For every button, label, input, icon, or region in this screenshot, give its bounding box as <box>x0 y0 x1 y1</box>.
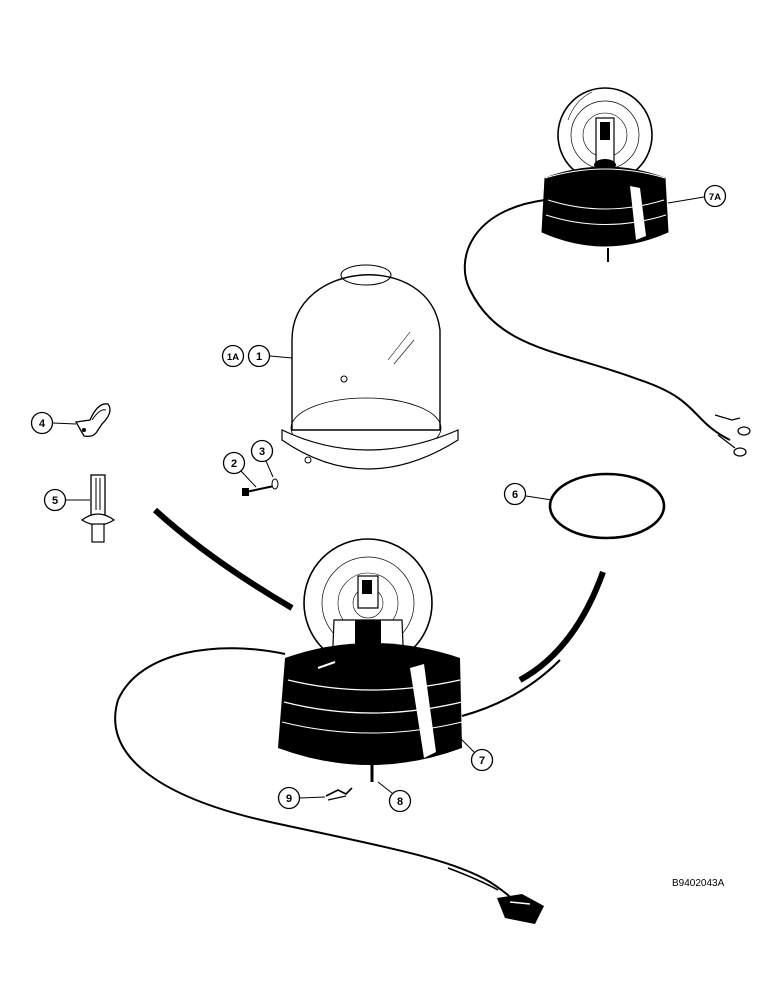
svg-text:8: 8 <box>397 796 403 808</box>
callout-6: 6 <box>503 482 553 506</box>
svg-text:2: 2 <box>231 458 237 470</box>
callout-2: 2 <box>222 451 257 488</box>
gasket-ring-6 <box>548 472 666 540</box>
callout-9: 9 <box>277 786 326 810</box>
drawing-number: B9402043A <box>672 878 725 889</box>
svg-text:6: 6 <box>512 489 518 501</box>
lens-cover-1 <box>281 264 459 470</box>
svg-text:1A: 1A <box>227 352 239 363</box>
svg-text:9: 9 <box>286 793 292 805</box>
cable-terminals-7a <box>714 414 751 457</box>
clip-9 <box>325 787 353 801</box>
callout-1: 1 <box>247 344 293 368</box>
svg-text:5: 5 <box>52 495 58 507</box>
svg-text:4: 4 <box>39 418 46 430</box>
callout-4: 4 <box>30 411 77 435</box>
cable-segment <box>461 659 561 717</box>
svg-text:7: 7 <box>479 755 485 767</box>
beacon-lamp-7 <box>114 507 606 924</box>
screw-2 <box>242 485 275 496</box>
svg-text:3: 3 <box>259 446 265 458</box>
bulb-5 <box>80 474 116 543</box>
beacon-lamp-7a <box>463 87 751 457</box>
svg-text:7A: 7A <box>709 192 721 203</box>
callout-1a: 1A <box>221 344 245 368</box>
callout-3: 3 <box>250 439 274 478</box>
callout-8: 8 <box>377 781 412 813</box>
callout-7: 7 <box>459 737 494 772</box>
callout-7a: 7A <box>667 184 727 208</box>
bulb-clip-4 <box>74 403 111 438</box>
svg-text:1: 1 <box>256 351 262 363</box>
washer-3 <box>271 478 279 490</box>
cable-plug-7 <box>497 894 544 924</box>
callout-5: 5 <box>43 488 90 512</box>
